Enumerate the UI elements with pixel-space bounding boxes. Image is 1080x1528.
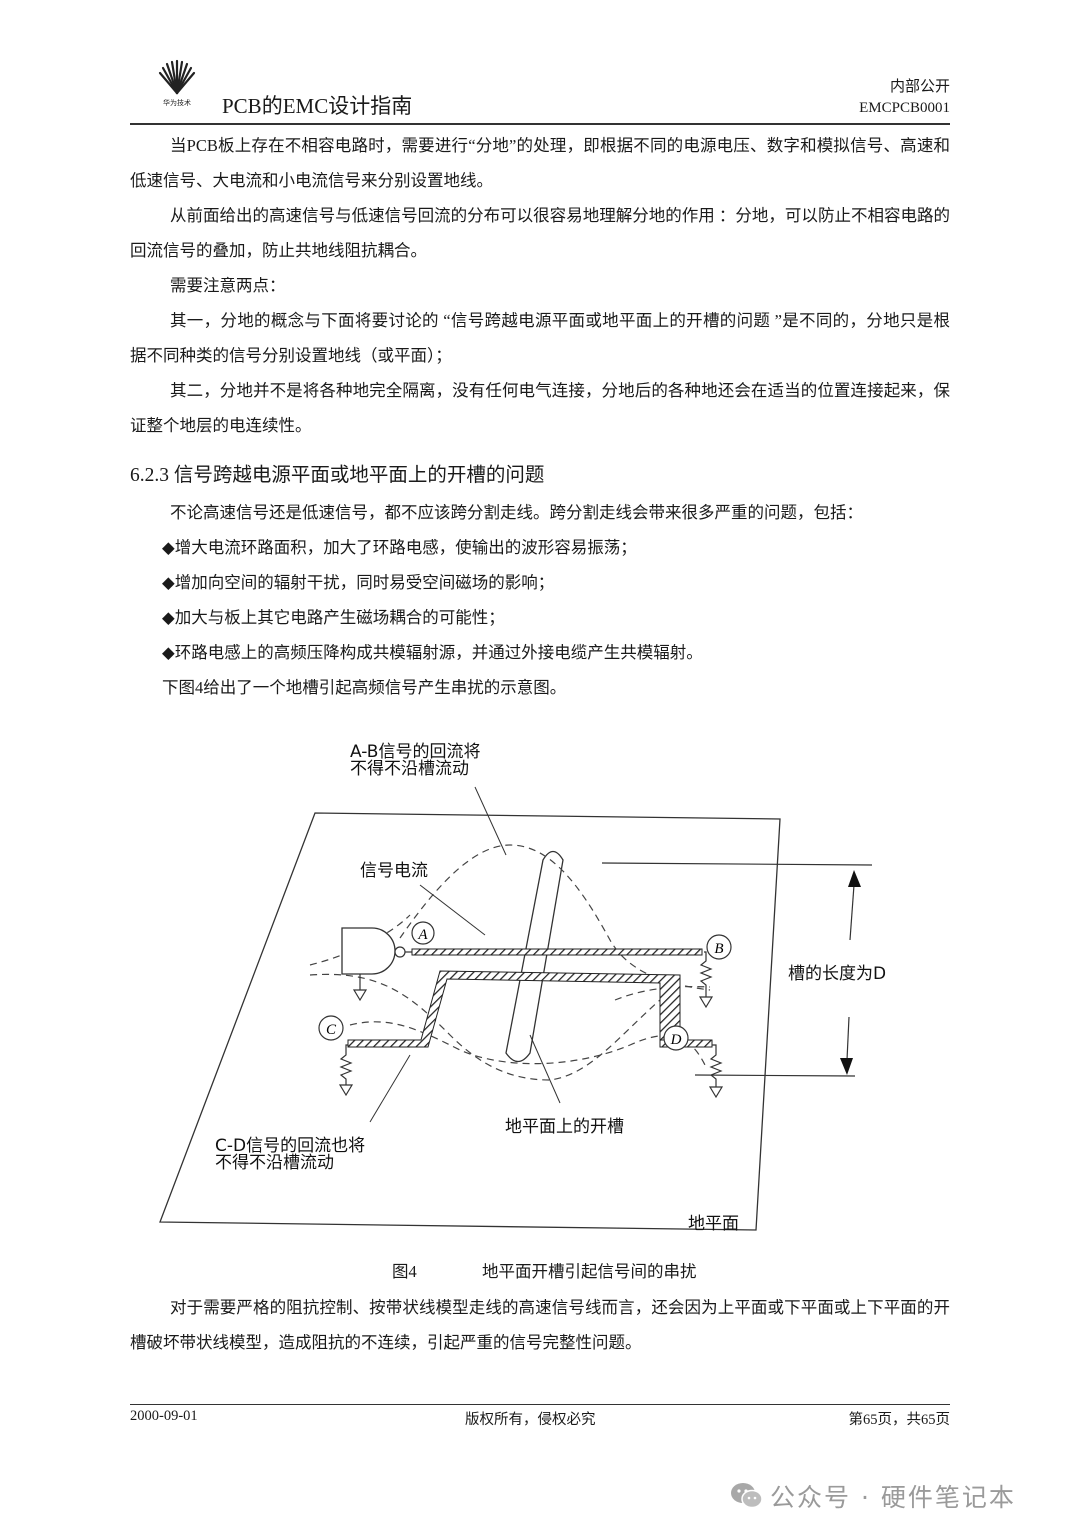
- svg-text:D: D: [670, 1032, 682, 1048]
- footer-page-number: 第65页，共65页: [848, 1412, 951, 1428]
- bullet-item: ◆加大与板上其它电路产生磁场耦合的可能性；: [162, 608, 505, 627]
- document-body-continued: 对于需要严格的阻抗控制、按带状线模型走线的高速信号线而言，还会因为上平面或下平面…: [130, 1290, 950, 1360]
- label-slot-length: 槽的长度为D: [788, 964, 887, 984]
- figure-number: 图4: [392, 1262, 417, 1281]
- label-ab-return: A-B信号的回流将: [350, 742, 481, 762]
- paragraph: 当PCB板上存在不相容电路时，需要进行“分地”的处理，即根据不同的电源电压、数字…: [130, 136, 950, 190]
- label-cd-return: C-D信号的回流也将: [215, 1136, 366, 1156]
- document-code: EMCPCB0001: [859, 100, 950, 116]
- label-slot: 地平面上的开槽: [505, 1117, 624, 1137]
- node-a: [411, 921, 435, 945]
- svg-text:华为技术: 华为技术: [163, 98, 191, 107]
- node-b: [706, 934, 732, 960]
- watermark: 公众号 · 硬件笔记本: [730, 1478, 1016, 1514]
- bullet-item: ◆增加向空间的辐射干扰，同时易受空间磁场的影响；: [162, 573, 555, 592]
- footer-divider: [130, 1404, 950, 1405]
- node-d: [663, 1025, 689, 1051]
- figure-caption-text: 地平面开槽引起信号间的串扰: [482, 1262, 697, 1281]
- footer-date: 2000-09-01: [130, 1408, 198, 1424]
- paragraph: 对于需要严格的阻抗控制、按带状线模型走线的高速信号线而言，还会因为上平面或下平面…: [130, 1298, 950, 1352]
- paragraph: 下图4给出了一个地槽引起高频信号产生串扰的示意图。: [162, 678, 567, 697]
- classification-label: 内部公开: [889, 79, 950, 95]
- svg-text:A: A: [417, 927, 428, 943]
- company-logo-icon: 华为技术: [152, 59, 202, 109]
- document-body: 当PCB板上存在不相容电路时，需要进行“分地”的处理，即根据不同的电源电压、数字…: [130, 128, 950, 705]
- section-heading: 6.2.3 信号跨越电源平面或地平面上的开槽的问题: [130, 465, 545, 486]
- header-divider: [130, 123, 950, 125]
- label-ground-plane: 地平面: [688, 1214, 739, 1234]
- figure-ground-slot-crosstalk: A B C D A-B信号的回流将 不得不沿槽流动 信号电流 槽的长度为D 地平…: [150, 735, 950, 1245]
- paragraph: 其一，分地的概念与下面将要讨论的 “信号跨越电源平面或地平面上的开槽的问题 ”是…: [130, 311, 950, 365]
- label-ab-return-2: 不得不沿槽流动: [350, 759, 469, 779]
- label-signal-current: 信号电流: [360, 861, 428, 881]
- paragraph: 从前面给出的高速信号与低速信号回流的分布可以很容易地理解分地的作用 ：分地，可以…: [130, 206, 950, 260]
- page-header: 华为技术 PCB的EMC设计指南 内部公开 EMCPCB0001: [130, 55, 950, 123]
- paragraph: 需要注意两点：: [170, 276, 286, 295]
- bullet-item: ◆增大电流环路面积，加大了环路电感，使输出的波形容易振荡；: [162, 538, 637, 557]
- node-c: [318, 1015, 344, 1041]
- paragraph: 不论高速信号还是低速信号，都不应该跨分割走线。跨分割走线会带来很多严重的问题，包…: [170, 503, 863, 522]
- ground-slot-diagram: A B C D: [159, 786, 873, 1231]
- svg-text:B: B: [714, 941, 723, 957]
- paragraph: 其二，分地并不是将各种地完全隔离，没有任何电气连接，分地后的各种地还会在适当的位…: [130, 381, 950, 435]
- document-title: PCB的EMC设计指南: [222, 94, 413, 118]
- label-cd-return-2: 不得不沿槽流动: [215, 1153, 334, 1173]
- bullet-item: ◆环路电感上的高频压降构成共模辐射源，并通过外接电缆产生共模辐射。: [162, 643, 703, 662]
- svg-text:C: C: [326, 1022, 337, 1038]
- wechat-icon: [731, 1483, 763, 1509]
- watermark-text: 公众号 · 硬件笔记本: [770, 1483, 1016, 1512]
- footer-copyright: 版权所有，侵权必究: [465, 1412, 596, 1428]
